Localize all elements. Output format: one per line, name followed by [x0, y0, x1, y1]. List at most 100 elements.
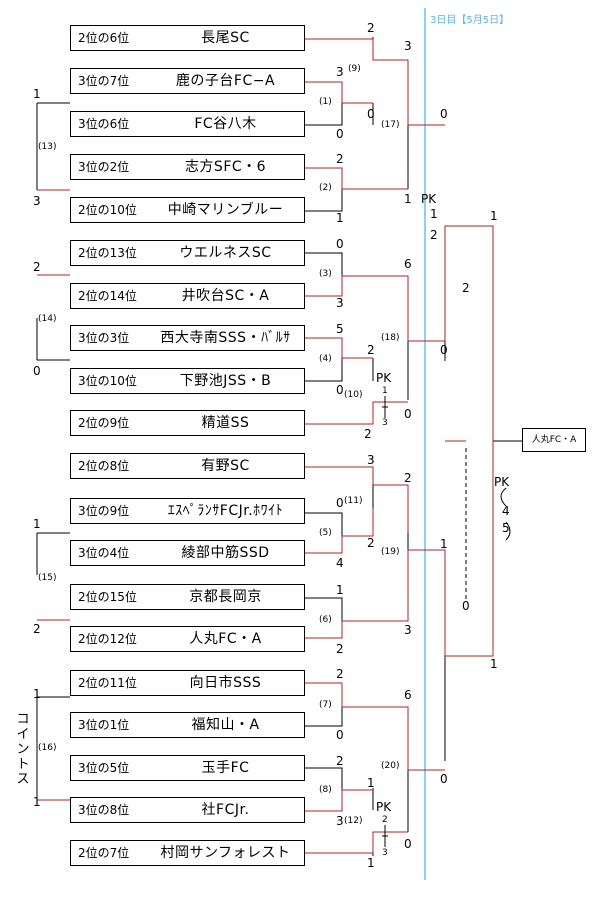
- score: 3: [404, 39, 412, 53]
- score: 3: [336, 296, 344, 310]
- team-seed: 2位の11位: [78, 676, 137, 690]
- pk-digit: 2: [382, 815, 388, 825]
- team-box: 3位の9位ｴｽﾍﾟﾗﾝｻFCJr.ﾎﾜｲﾄ: [70, 498, 305, 524]
- score: 2: [33, 622, 41, 636]
- match-number: (13): [38, 142, 57, 152]
- team-box: 2位の14位井吹台SC・A: [70, 283, 305, 309]
- team-name: 村岡サンフォレスト: [160, 845, 291, 861]
- score: 0: [336, 728, 344, 742]
- team-box: 2位の10位中崎マリンブルー: [70, 197, 305, 223]
- team-box: 2位の11位向日市SSS: [70, 670, 305, 696]
- score: 1: [404, 192, 412, 206]
- team-name: 精道SS: [201, 415, 250, 431]
- team-box: 3位の8位社FCJr.: [70, 797, 305, 823]
- match-number: (1): [319, 97, 332, 107]
- match-number: (11): [344, 496, 363, 506]
- score: 2: [404, 471, 412, 485]
- team-box: 2位の7位 村岡サンフォレスト: [70, 840, 305, 866]
- bracket-dashed: [465, 440, 522, 600]
- score: 3: [404, 623, 412, 637]
- score: 2: [336, 667, 344, 681]
- match-number: (18): [381, 333, 400, 343]
- team-name: 人丸FC・A: [189, 631, 262, 647]
- team-seed: 2位の8位: [78, 459, 130, 473]
- score: 0: [404, 837, 412, 851]
- match-number: (19): [381, 547, 400, 557]
- match-number: (9): [348, 64, 361, 74]
- team-seed: 2位の12位: [78, 632, 137, 646]
- team-box: 3位の2位 志方SFC・6: [70, 154, 305, 180]
- team-box: 2位の6位長尾SC: [70, 25, 305, 51]
- team-box: 3位の4位 綾部中筋SSD: [70, 540, 305, 566]
- score: 2: [336, 642, 344, 656]
- score: 2: [336, 754, 344, 768]
- score: 2: [367, 343, 375, 357]
- bracket-bracket-left: [36, 102, 70, 760]
- score: 1: [336, 211, 344, 225]
- pk-label: PK: [421, 192, 437, 206]
- team-seed: 2位の14位: [78, 289, 137, 303]
- score: 0: [33, 364, 41, 378]
- score: 0: [336, 237, 344, 251]
- team-seed: 3位の4位: [78, 546, 130, 560]
- score: 1: [490, 209, 498, 223]
- score: 0: [440, 772, 448, 786]
- score: 1: [33, 87, 41, 101]
- pk-digit: 1: [382, 386, 388, 396]
- match-number: (10): [344, 390, 363, 400]
- team-box: 3位の7位鹿の子台FC−A: [70, 68, 305, 94]
- score: 0: [367, 107, 375, 121]
- match-number: (20): [381, 761, 400, 771]
- score: 2: [336, 152, 344, 166]
- score: 0: [404, 407, 412, 421]
- match-number: (4): [319, 354, 332, 364]
- team-name: 下野池JSS・B: [179, 373, 272, 389]
- match-number: (3): [319, 269, 332, 279]
- score: 1: [490, 657, 498, 671]
- bracket-lines-winner: [37, 38, 494, 854]
- pk-divider: [382, 396, 388, 418]
- team-seed: 3位の7位: [78, 74, 130, 88]
- pk-digit: 3: [382, 848, 388, 858]
- pk-bracket: [500, 487, 511, 541]
- match-number: (6): [319, 615, 332, 625]
- match-number: (16): [38, 743, 57, 753]
- pk-label: PK: [494, 475, 510, 489]
- team-seed: 3位の8位: [78, 803, 130, 817]
- score: 6: [404, 257, 412, 271]
- team-name: 有野SC: [201, 458, 250, 474]
- team-box: 3位の5位玉手FC: [70, 755, 305, 781]
- match-number: (5): [319, 528, 332, 538]
- team-box: 2位の8位 有野SC: [70, 453, 305, 479]
- team-box: 2位の9位 精道SS: [70, 410, 305, 436]
- team-box: 2位の12位 人丸FC・A: [70, 626, 305, 652]
- pk-digit: 5: [502, 521, 510, 535]
- team-seed: 2位の9位: [78, 416, 130, 430]
- score: 1: [336, 583, 344, 597]
- pk-digit: 2: [430, 228, 438, 242]
- team-name: 西大寺南SSS・ﾊﾞﾙｻ: [160, 330, 291, 346]
- champion-box: 人丸FC・A: [522, 428, 586, 452]
- score: 0: [336, 496, 344, 510]
- pk-label: PK: [376, 371, 392, 385]
- team-box: 3位の10位下野池JSS・B: [70, 368, 305, 394]
- score: 0: [336, 383, 344, 397]
- pk-digit: 1: [430, 207, 438, 221]
- score: 2: [367, 21, 375, 35]
- score: 1: [33, 517, 41, 531]
- team-seed: 3位の2位: [78, 160, 130, 174]
- pk-digit: 3: [382, 418, 388, 428]
- team-seed: 3位の5位: [78, 761, 130, 775]
- match-number: (17): [381, 120, 400, 130]
- score: 3: [33, 194, 41, 208]
- team-seed: 2位の7位: [78, 846, 130, 860]
- score: 1: [367, 856, 375, 870]
- score: 1: [33, 687, 41, 701]
- pk-divider: [382, 825, 388, 847]
- coin-toss-label: コイントス: [15, 712, 31, 787]
- match-number: (7): [319, 700, 332, 710]
- team-name: 志方SFC・6: [184, 159, 267, 175]
- team-name: 綾部中筋SSD: [181, 545, 270, 561]
